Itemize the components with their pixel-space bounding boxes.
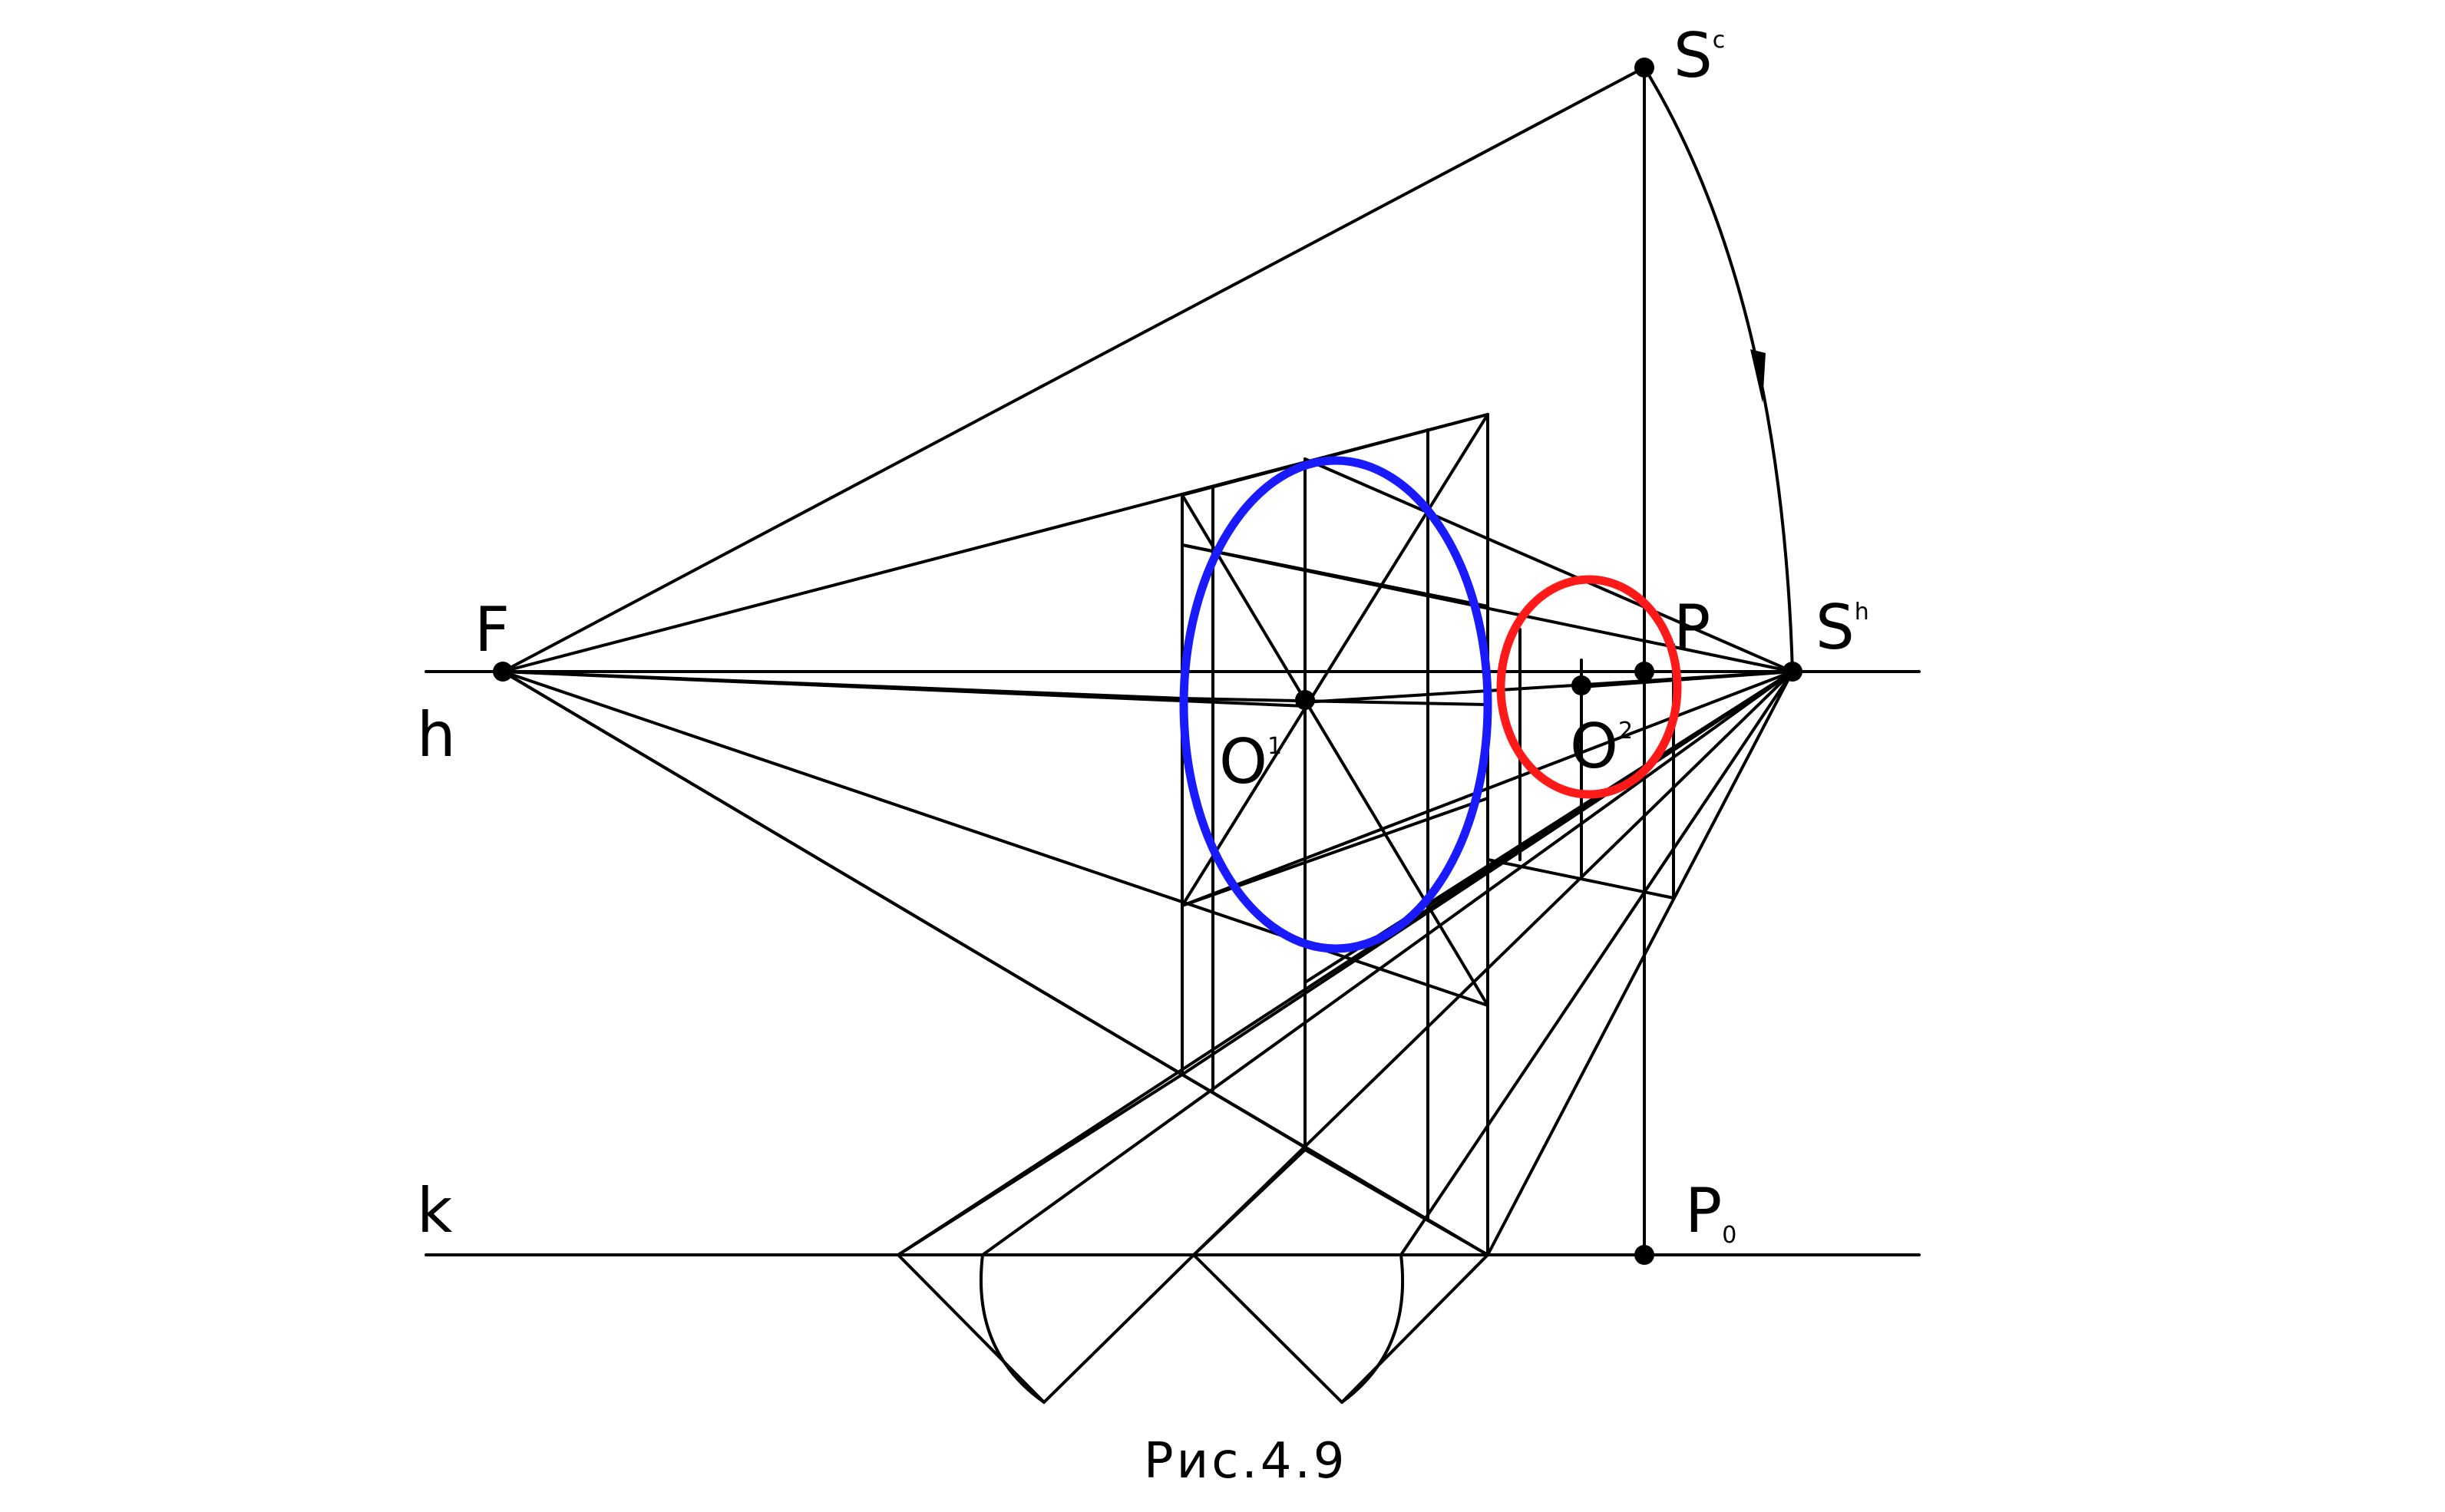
grid-diagonal-2	[1181, 413, 1489, 907]
ray-sh-7	[981, 670, 1794, 1256]
ray-sh-10	[1486, 670, 1794, 1256]
rotation-arc	[1643, 66, 1794, 673]
label-sc: Sc	[1674, 20, 1725, 91]
ground-arc-1	[979, 1253, 1046, 1404]
ray-sh-8	[1192, 670, 1794, 1256]
point-o2	[1571, 675, 1591, 695]
perspective-grid	[1181, 413, 1675, 1256]
grid-top-edge	[1181, 413, 1489, 497]
grid-mid-horizontal	[1181, 697, 1489, 706]
figure-caption: Рис.4.9	[1144, 1433, 1348, 1490]
arc-arrowhead	[1750, 349, 1766, 403]
point-o1	[1295, 690, 1315, 710]
line-sc-f	[501, 66, 1646, 673]
ground-v-2	[1042, 1253, 1195, 1404]
ellipse-small-red	[1496, 575, 1682, 799]
label-p: P	[1674, 592, 1710, 663]
label-o1: O1	[1219, 726, 1282, 797]
ellipse-large-blue	[1179, 456, 1492, 953]
point-p	[1634, 662, 1654, 682]
ground-diag-2	[1192, 1148, 1307, 1256]
point-f	[493, 662, 513, 682]
ground-diag-3	[1303, 1148, 1489, 1256]
ray-sh-9	[1399, 670, 1794, 1256]
ground-v-4	[1340, 1253, 1489, 1404]
rays-from-f	[501, 413, 1489, 1222]
ray-sh-1	[1303, 457, 1794, 673]
label-f: F	[474, 594, 510, 665]
ground-v-3	[1192, 1253, 1343, 1404]
ground-diag-1	[897, 1073, 1184, 1256]
ground-arc-2	[1340, 1253, 1405, 1404]
label-k: k	[417, 1175, 453, 1246]
point-sc	[1634, 58, 1654, 78]
label-sh: Sh	[1816, 592, 1869, 663]
ground-construction	[897, 1073, 1489, 1404]
label-h: h	[417, 699, 456, 771]
ground-v-1	[897, 1253, 1046, 1404]
grid-right-bottom	[1486, 858, 1675, 900]
point-sh	[1783, 662, 1802, 682]
point-p0	[1634, 1245, 1654, 1265]
ray-f-5	[501, 670, 1184, 1076]
label-p0: P0	[1685, 1175, 1736, 1249]
ray-f-2	[501, 670, 1307, 708]
ray-sh-13	[1580, 670, 1794, 688]
ray-f-3	[501, 670, 1489, 1007]
grid-line-lower	[1181, 797, 1489, 907]
grid-diagonal-1	[1181, 494, 1489, 1007]
grid-line-upper	[1181, 543, 1489, 608]
label-o2: O2	[1570, 711, 1633, 782]
